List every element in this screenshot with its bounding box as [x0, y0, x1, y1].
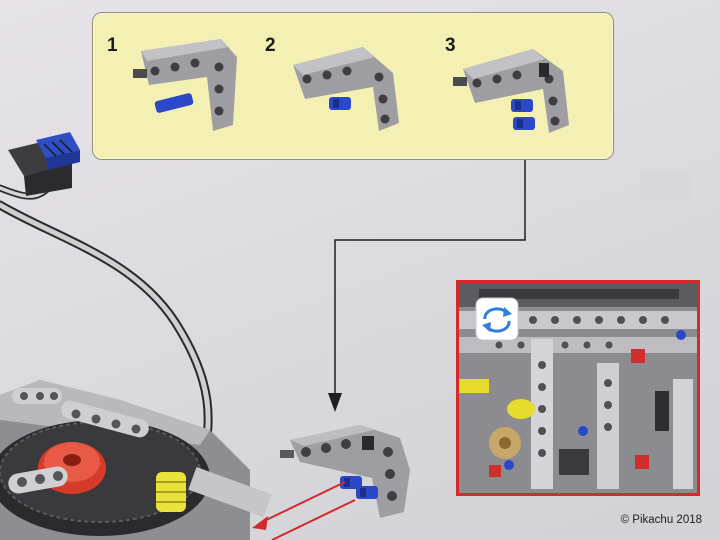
substep-2-drawing	[293, 47, 399, 131]
base-model	[0, 380, 272, 540]
substep-number-3: 3	[445, 35, 456, 56]
substep-callout: 1 2 3	[92, 12, 614, 160]
substep-illustrations	[133, 39, 569, 133]
substep-number-2: 2	[265, 35, 276, 56]
callout-pointer-line	[334, 158, 526, 395]
rotate-model-icon	[475, 297, 519, 341]
substep-number-1: 1	[107, 35, 118, 56]
cable-connector	[8, 132, 80, 196]
assembly-arrowhead	[252, 516, 268, 530]
assembly-arrows	[261, 481, 356, 540]
detail-inset	[456, 280, 700, 496]
substep-3-drawing	[453, 49, 569, 133]
callout-pointer-arrowhead	[328, 393, 342, 412]
copyright-watermark: © Pikachu 2018	[620, 514, 702, 526]
target-liftarm	[280, 425, 410, 518]
substep-1-drawing	[133, 39, 237, 131]
sensor-cable	[0, 176, 213, 475]
